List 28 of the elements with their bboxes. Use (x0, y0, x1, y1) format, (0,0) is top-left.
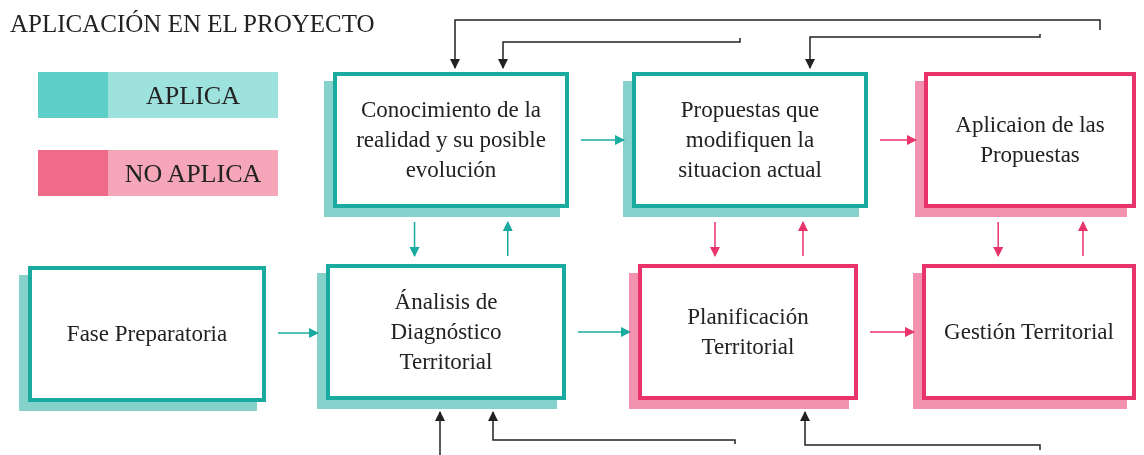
arrow (502, 220, 513, 257)
arrow (804, 33, 1041, 70)
title: APLICACIÓN EN EL PROYECTO (10, 10, 375, 38)
arrow (580, 134, 626, 146)
box-label: Gestión Territorial (944, 318, 1114, 346)
box-label: Fase Preparatoria (66, 320, 228, 348)
process-box (922, 264, 1136, 400)
process-box (333, 72, 569, 208)
process-box (924, 72, 1136, 208)
process-box (638, 264, 858, 400)
process-box (326, 264, 566, 400)
box-label: Planificación Territorial (686, 303, 810, 361)
arrow (1077, 220, 1089, 257)
box-label: Propuestas que modifiquen la situacion actual (677, 96, 823, 184)
arrow (709, 221, 721, 258)
arrow (879, 134, 918, 146)
legend-label: APLICA (108, 72, 278, 118)
arrow (449, 19, 1101, 70)
process-box (632, 72, 868, 208)
arrow (992, 221, 1004, 258)
arrow (797, 220, 809, 257)
box-label: Ánalisis de Diagnóstico Territorial (389, 288, 503, 376)
arrow (497, 37, 741, 70)
box-label: Conocimiento de la realidad y su posible evolución (355, 96, 547, 184)
process-box (28, 266, 266, 402)
arrow (409, 221, 420, 258)
box-label: Aplicaion de las Propuestas (954, 111, 1106, 169)
legend-label: NO APLICA (108, 150, 278, 196)
